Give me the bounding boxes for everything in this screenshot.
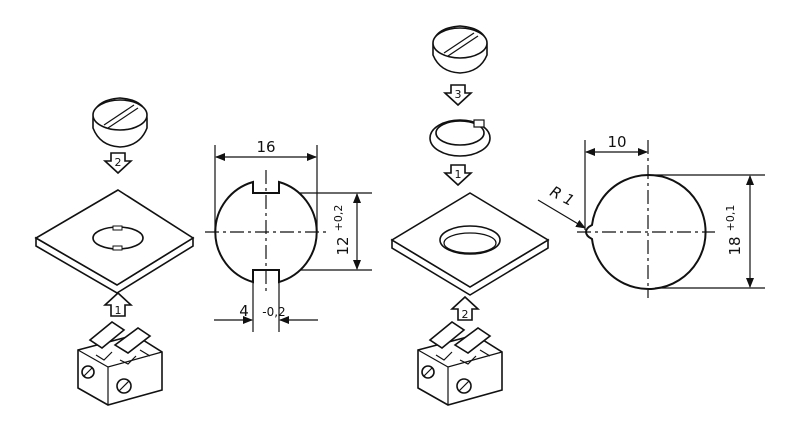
height-tolerance: +0,2 [332,205,345,232]
right-cutout-drawing: 10 R 1 18 +0,1 [537,133,765,298]
height-dimension: 12 [334,236,352,255]
radius-dimension: R 1 [547,182,577,210]
step-arrow-2: 2 [102,152,134,175]
step-label: 1 [455,168,462,181]
offset-dimension: 10 [607,133,626,151]
step-label: 3 [455,88,462,101]
slot-tolerance: -0,2 [262,305,285,319]
left-panel-plate [34,189,195,294]
step-arrow-2-right: 2 [449,295,481,321]
slot-dimension: 4 [239,302,249,320]
width-dimension: 16 [256,138,275,156]
step-label: 1 [115,304,122,317]
step-arrow-3: 3 [442,84,474,107]
right-switch-module [417,321,503,406]
left-cutout-drawing: 16 12 +0,2 4 -0,2 [205,138,372,332]
diameter-dimension: 18 [726,236,744,255]
step-label: 2 [115,156,122,169]
step-label: 2 [462,308,469,321]
left-cap [92,97,148,148]
step-arrow-1: 1 [102,291,134,317]
mounting-ring [429,119,491,157]
diameter-tolerance: +0,1 [724,205,737,232]
step-arrow-1-right: 1 [442,164,474,187]
right-cap [432,25,488,74]
left-switch-module [77,321,163,406]
right-panel-plate [390,192,550,296]
